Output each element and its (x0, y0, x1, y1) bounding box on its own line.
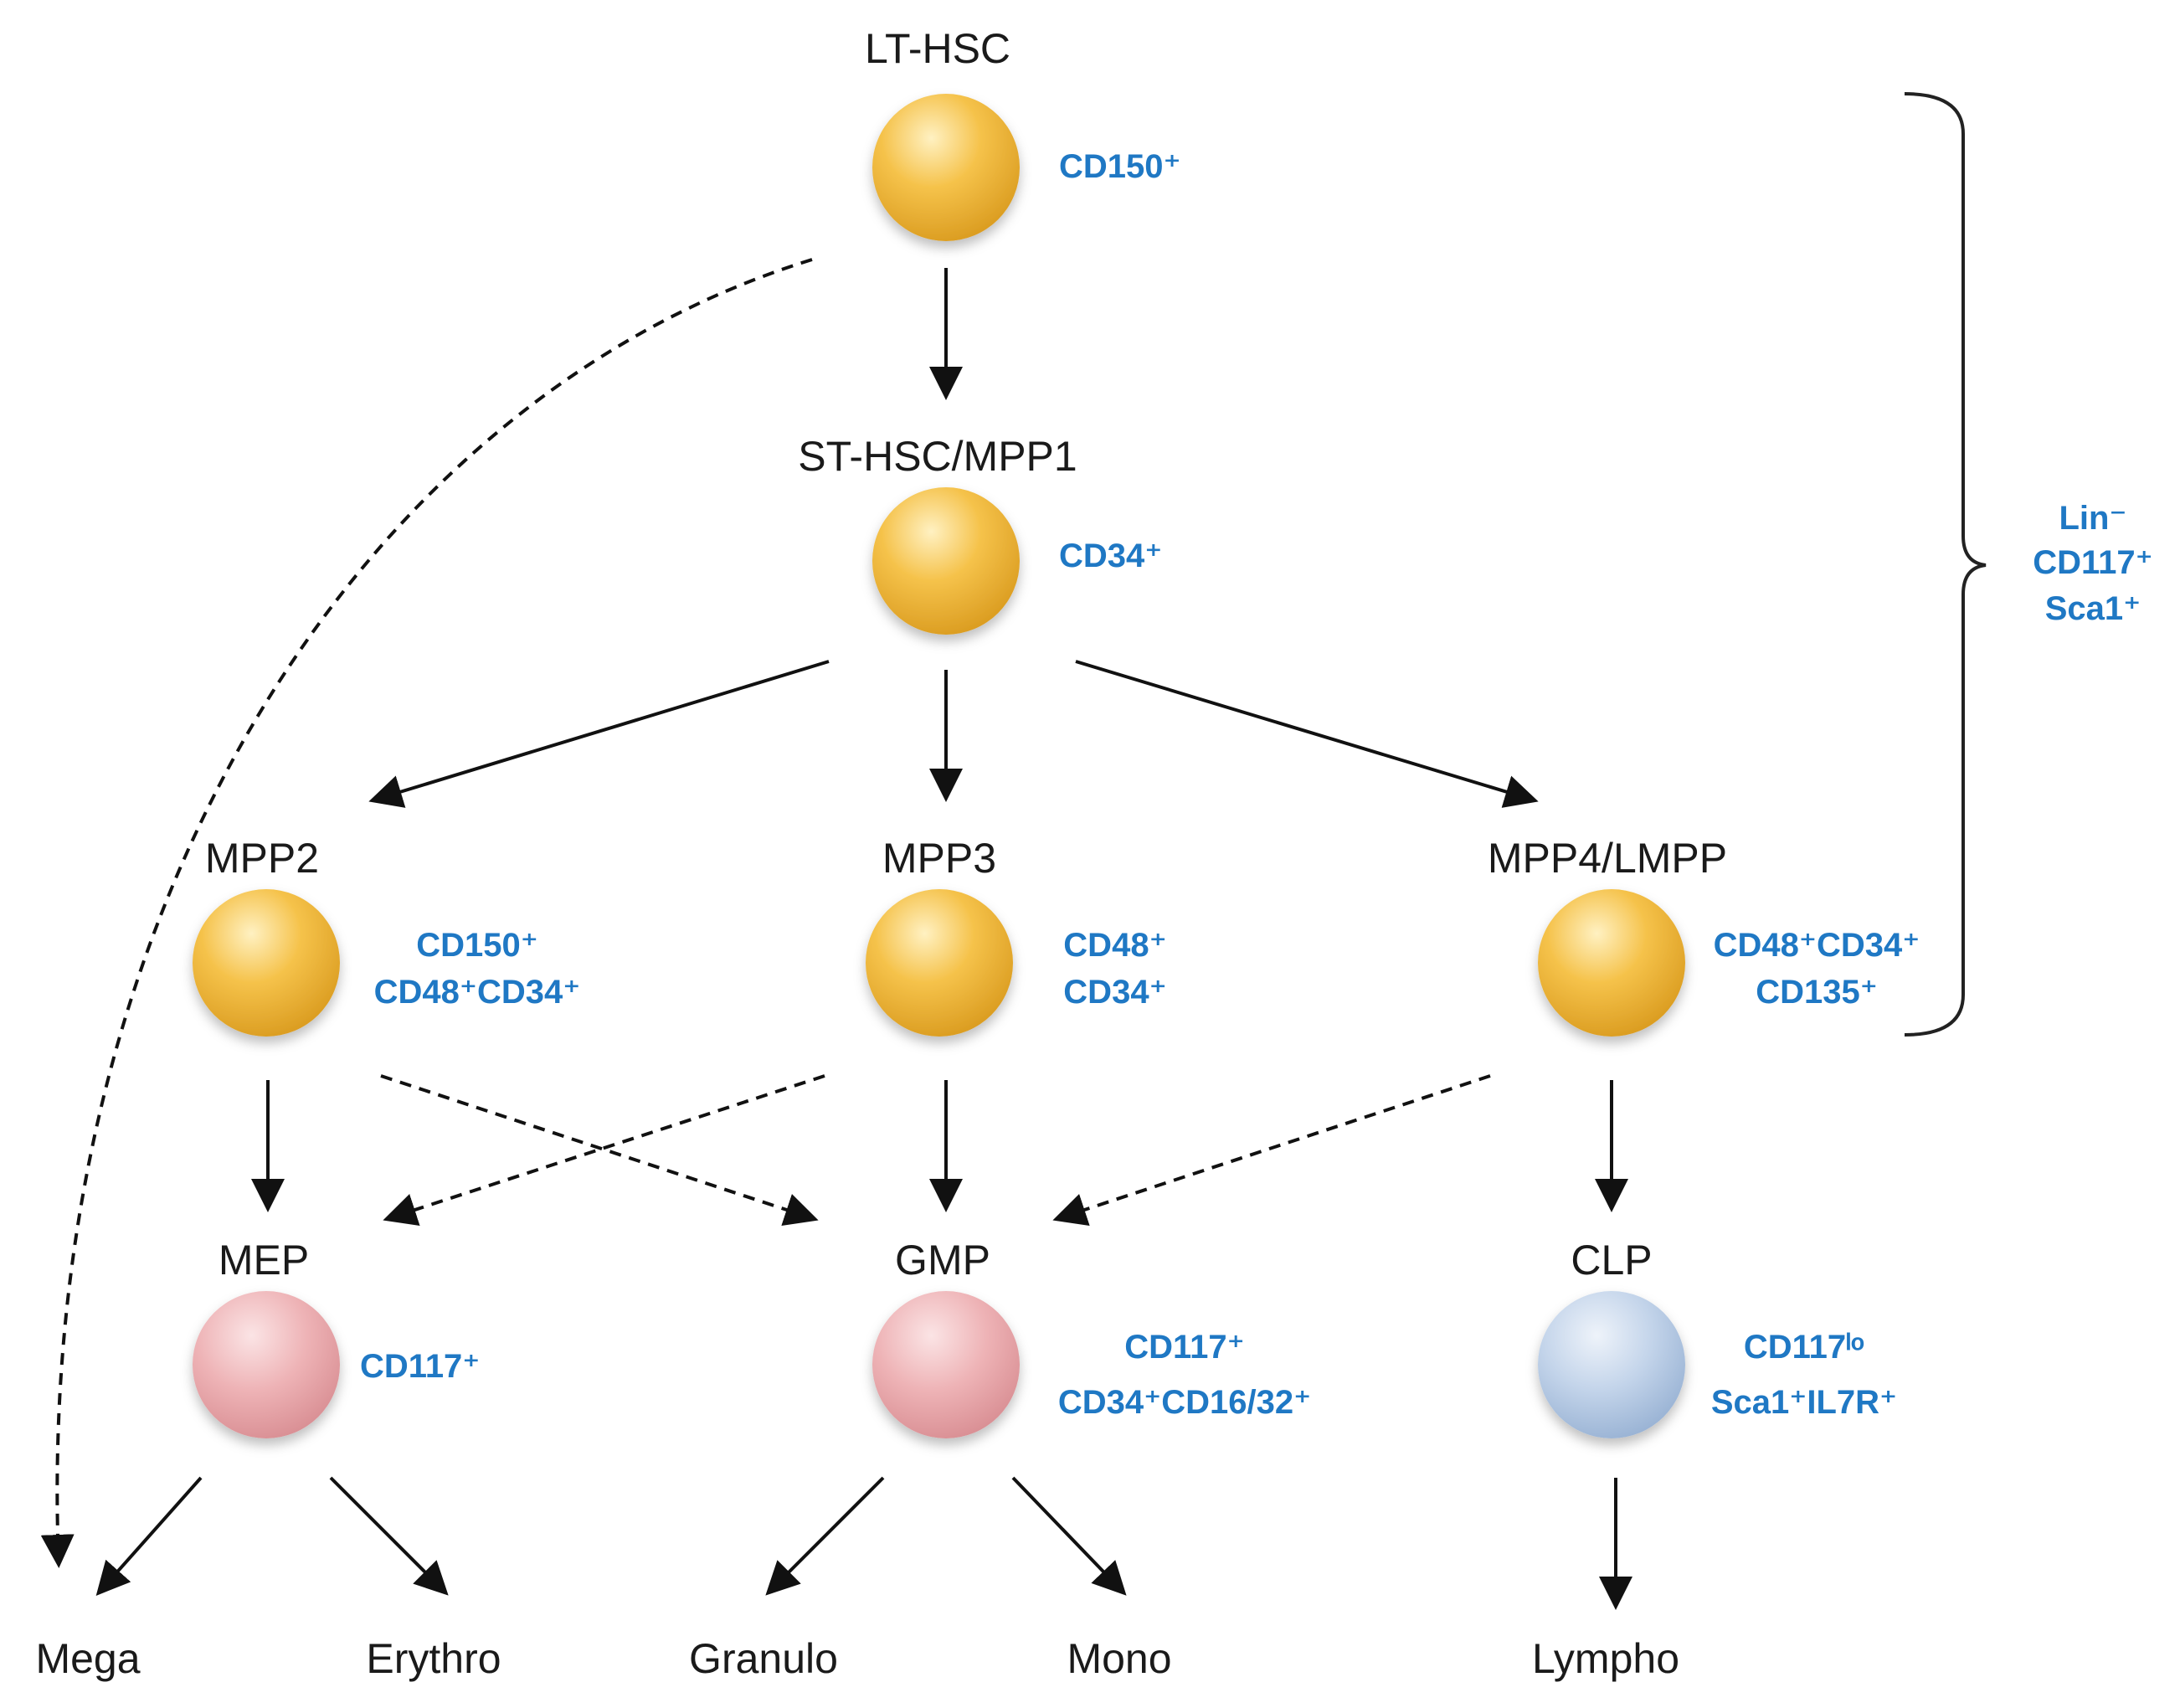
gmp-marker-2: CD34⁺CD16/32⁺ (1058, 1384, 1311, 1421)
mpp4-marker-1: CD48⁺CD34⁺ (1714, 927, 1920, 964)
bracket-marker-cd117: CD117⁺ (2033, 544, 2152, 581)
dashed-arrow-lthsc-to-mega (40, 258, 813, 1568)
st-hsc-label: ST-HSC/MPP1 (798, 433, 1077, 480)
st-hsc-cell (872, 487, 1020, 635)
arrow-sthsc-to-mpp4 (1075, 660, 1539, 808)
arrow-gmp-to-mono (1011, 1476, 1127, 1596)
mep-marker-1: CD117⁺ (360, 1348, 480, 1385)
mpp4-marker-2: CD135⁺ (1756, 974, 1878, 1011)
mep-label: MEP (219, 1237, 309, 1284)
outcome-granulo: Granulo (689, 1635, 838, 1682)
arrow-sthsc-to-mpp2 (368, 660, 830, 808)
arrow-gmp-to-granulo (765, 1476, 885, 1596)
outcome-erythro: Erythro (366, 1635, 501, 1682)
clp-cell (1538, 1291, 1685, 1438)
mpp2-label: MPP2 (205, 835, 319, 882)
arrow-mep-to-erythro (329, 1476, 449, 1596)
outcome-mono: Mono (1067, 1635, 1171, 1682)
mpp3-cell (866, 889, 1013, 1037)
clp-marker-1: CD117ˡᵒ (1744, 1329, 1864, 1366)
outcome-lympho: Lympho (1532, 1635, 1679, 1682)
mep-cell (193, 1291, 340, 1438)
mpp3-marker-1: CD48⁺ (1063, 927, 1166, 964)
st-hsc-marker-1: CD34⁺ (1059, 538, 1162, 574)
lsk-bracket (1904, 92, 1987, 1037)
outcome-mega: Mega (35, 1635, 140, 1682)
bracket-marker-sca1: Sca1⁺ (2045, 590, 2141, 627)
mpp2-marker-1: CD150⁺ (416, 927, 538, 964)
gmp-label: GMP (895, 1237, 990, 1284)
mpp4-cell (1538, 889, 1685, 1037)
mpp4-label: MPP4/LMPP (1488, 835, 1727, 882)
mpp2-marker-2: CD48⁺CD34⁺ (374, 974, 581, 1011)
lt-hsc-cell (872, 94, 1020, 241)
mpp3-label: MPP3 (882, 835, 996, 882)
dashed-arrow-mpp4-to-gmp (1052, 1074, 1491, 1226)
dashed-arrow-mpp3-to-mep (383, 1074, 825, 1227)
gmp-marker-1: CD117⁺ (1124, 1329, 1244, 1366)
bracket-marker-lin: Lin⁻ (2059, 500, 2126, 537)
lt-hsc-marker-1: CD150⁺ (1059, 148, 1181, 185)
clp-marker-2: Sca1⁺IL7R⁺ (1711, 1384, 1897, 1421)
mpp2-cell (193, 889, 340, 1037)
mpp3-marker-2: CD34⁺ (1063, 974, 1166, 1011)
lt-hsc-label: LT-HSC (865, 25, 1010, 72)
clp-label: CLP (1571, 1237, 1652, 1284)
gmp-cell (872, 1291, 1020, 1438)
arrow-mep-to-mega (95, 1476, 203, 1596)
dashed-arrow-mpp2-to-gmp (380, 1074, 819, 1226)
